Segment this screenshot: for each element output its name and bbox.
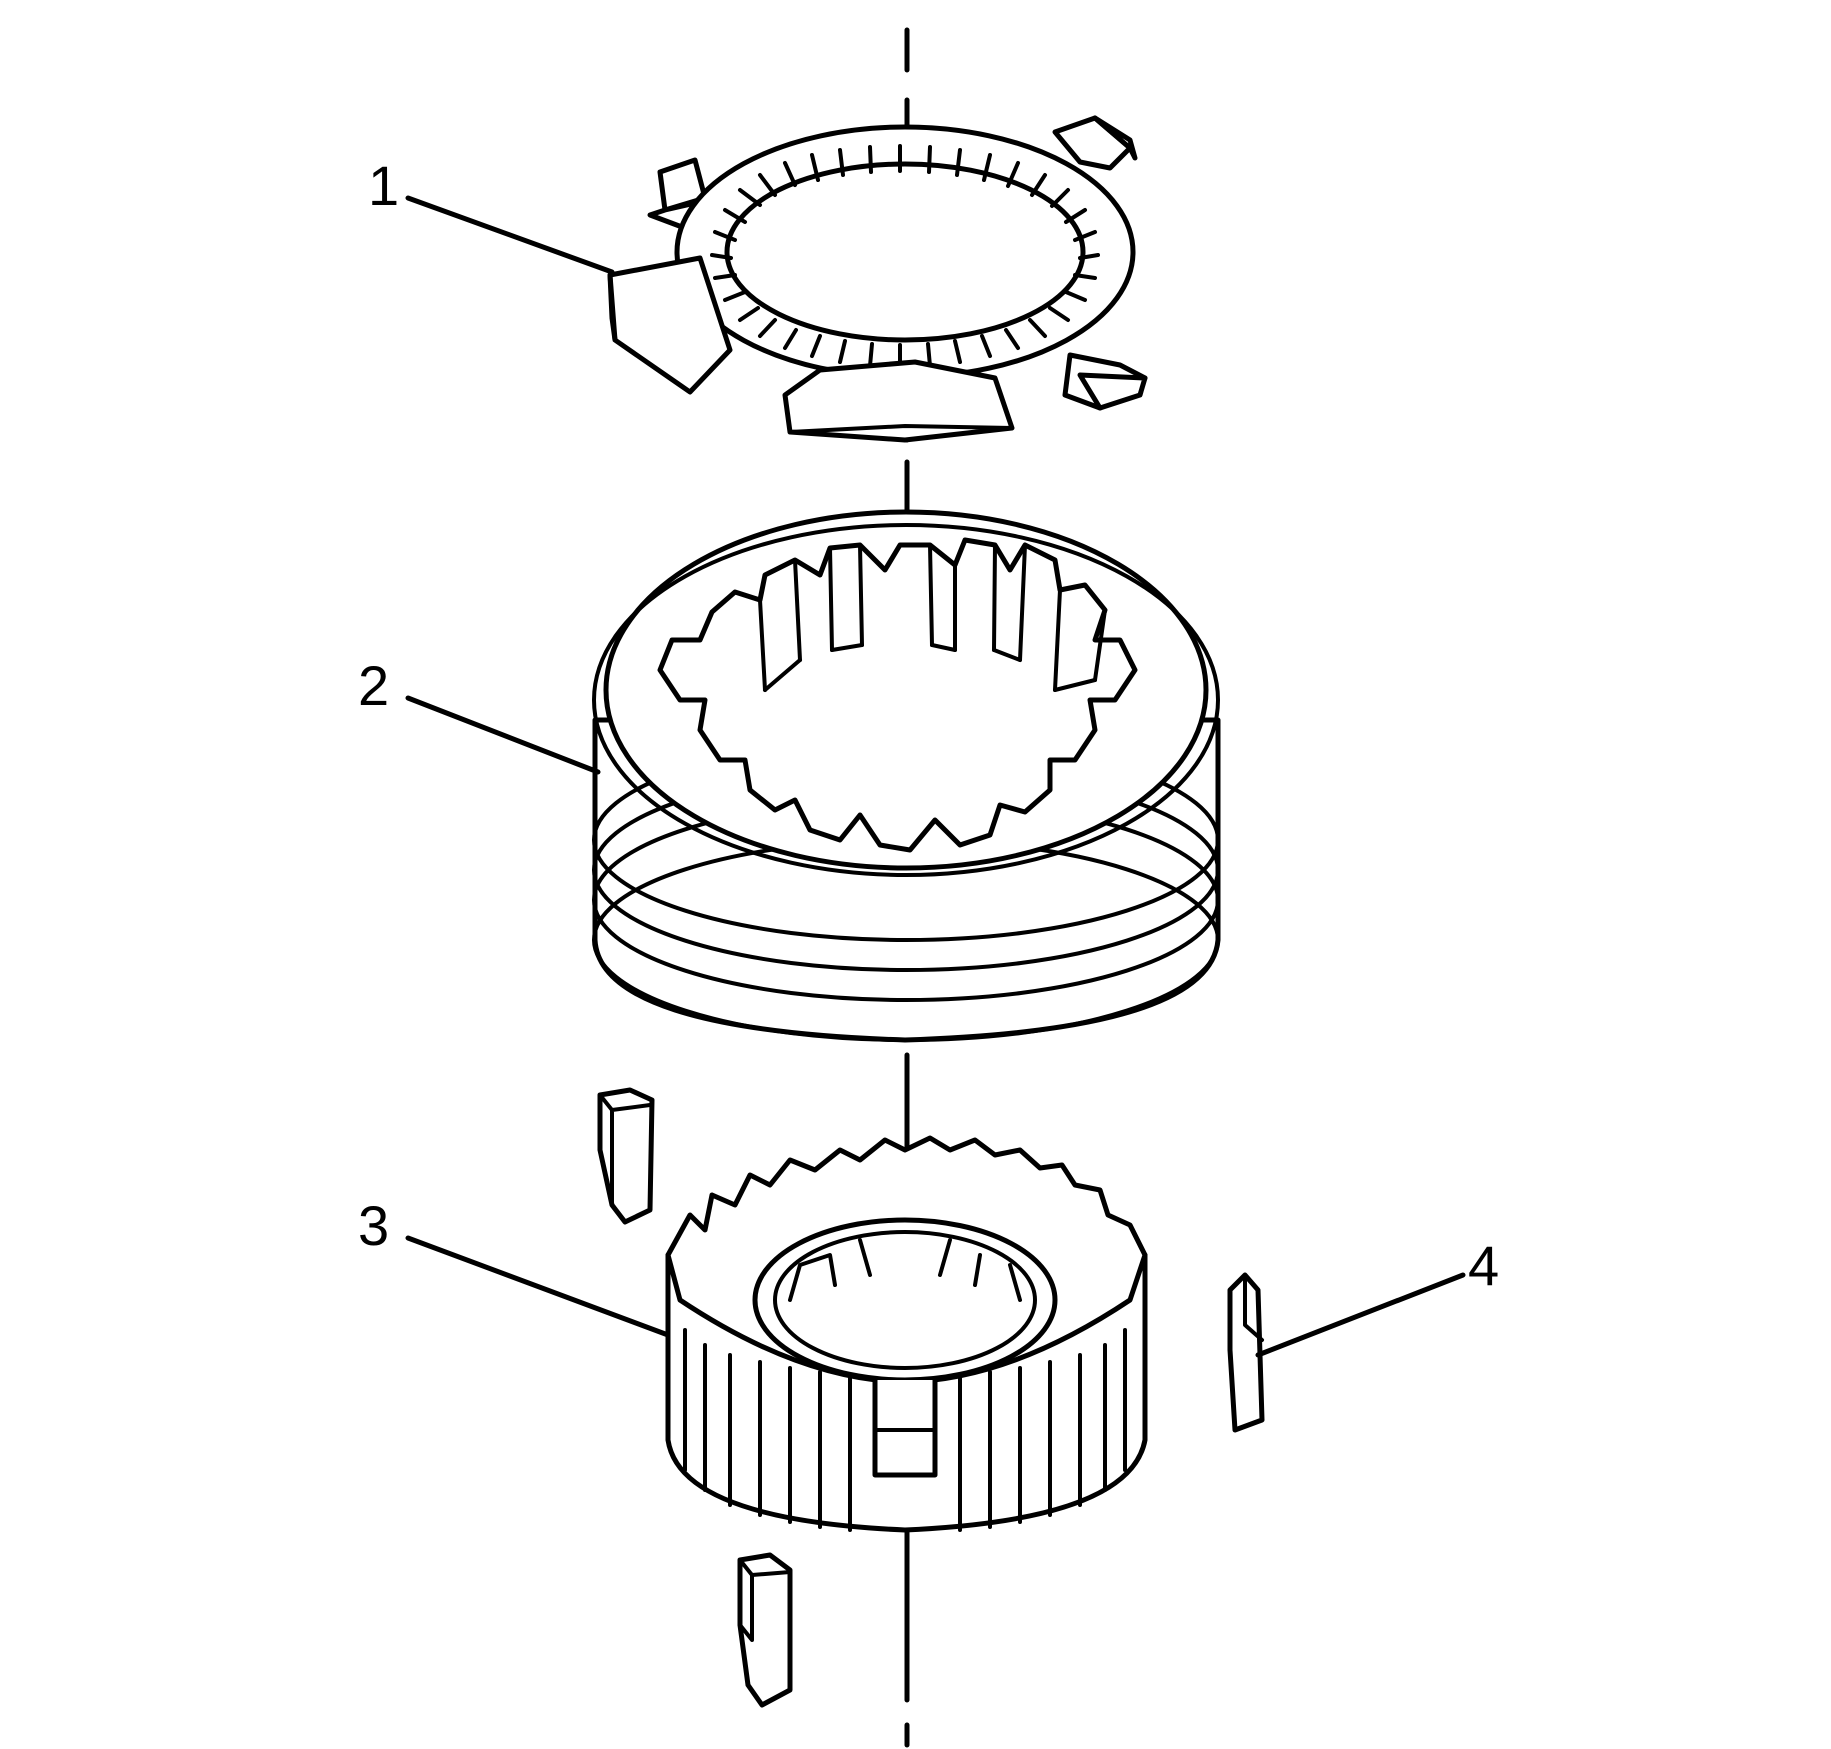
retaining-ring-part-1 (607, 115, 1148, 443)
callout-3: 3 (358, 1194, 389, 1257)
callout-labels: 1 2 3 4 (358, 154, 1499, 1297)
callout-1: 1 (368, 154, 399, 217)
callout-4: 4 (1468, 1234, 1499, 1297)
synchronizer-hub-part-3 (665, 1135, 1148, 1533)
callout-2: 2 (358, 654, 389, 717)
leader-lines (405, 195, 1466, 1358)
synchronizer-sleeve-part-2 (592, 509, 1221, 1043)
synchronizer-key-part-4 (597, 1087, 1265, 1708)
